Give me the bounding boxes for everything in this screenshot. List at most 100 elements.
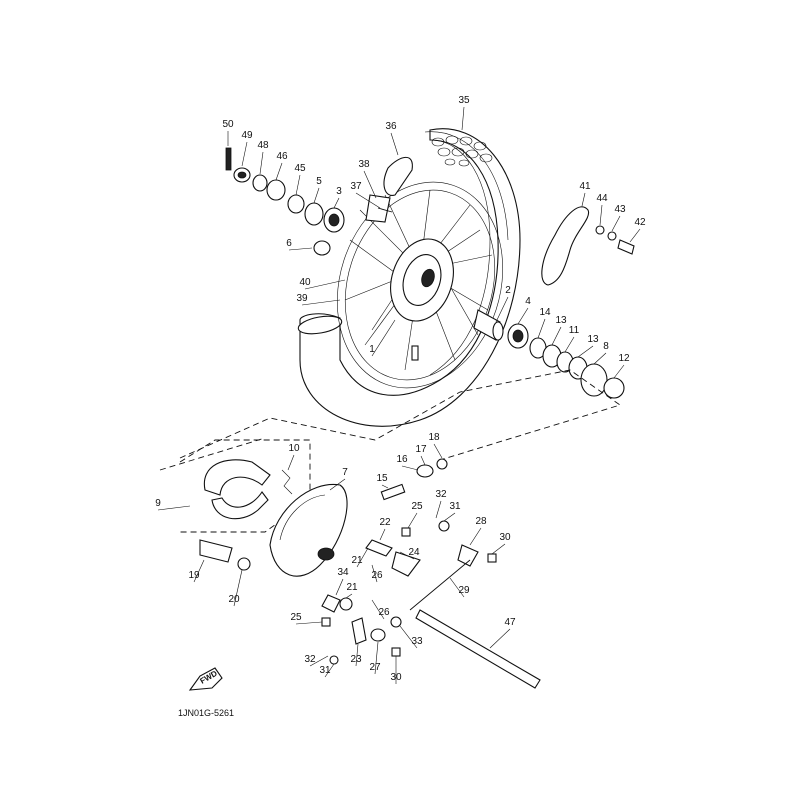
callout-c6: 6 [286,238,292,249]
callout-leader-c37 [355,192,381,209]
callout-c10: 10 [288,443,300,454]
brake-panel [269,483,348,577]
wheel-assembly [297,128,521,427]
callout-leader-c28 [469,527,482,546]
callout-leader-c35 [461,106,465,131]
callout-c34: 34 [337,567,349,578]
callout-leader-c6 [288,247,313,251]
callout-c36: 36 [385,121,397,132]
callout-leader-c4 [517,307,529,325]
callout-c13b: 13 [587,334,599,345]
callout-leader-c38 [363,170,377,199]
callout-c16: 16 [396,454,408,465]
callout-leader-c21b [345,593,353,599]
brake-shoe-group [179,439,311,533]
callout-c11: 11 [569,325,580,336]
axle-group [199,539,541,689]
part-31b-washer [329,655,339,665]
brake-camshaft-parts [321,458,497,665]
part-33-washer [390,616,402,628]
callout-leader-c15 [381,484,389,489]
callout-c20: 20 [228,594,240,605]
callout-c21a: 21 [351,555,363,566]
part-5-oil-seal [304,202,324,226]
callout-c29: 29 [458,585,470,596]
callout-c27: 27 [369,662,381,673]
part-48-washer [252,174,268,192]
callout-leader-c45 [295,174,301,196]
callout-c18: 18 [428,432,440,443]
callout-leader-c24 [399,551,415,560]
part-38-plate [365,194,391,223]
callout-c33: 33 [411,636,423,647]
callout-c22: 22 [379,517,391,528]
callout-c38: 38 [358,159,370,170]
part-43-washer [607,231,617,241]
callout-leader-c47 [489,628,511,649]
callout-leader-c29 [449,577,465,598]
callout-leader-c42 [629,228,641,243]
part-41-bracket [541,206,590,286]
callout-c50: 50 [222,119,234,130]
callout-c26a: 26 [371,570,383,581]
callout-c2: 2 [505,285,511,296]
callout-c44: 44 [596,193,608,204]
callout-c42: 42 [634,217,646,228]
callout-leader-c19 [193,559,205,583]
part-23-arm [351,617,367,645]
callout-leader-c48 [259,151,264,175]
callout-leader-c33 [399,625,418,649]
callout-c3: 3 [336,186,342,197]
callout-c39: 39 [296,293,308,304]
callout-leader-c21a [356,547,369,568]
part-24-rod [391,551,421,577]
callout-leader-c25b [295,621,323,625]
part-20-washer [237,557,251,571]
callout-c43: 43 [614,204,626,215]
part-30a-bolt [487,553,497,563]
callout-c8: 8 [603,341,609,352]
callout-c7: 7 [342,467,348,478]
callout-leader-c9 [157,505,191,511]
callout-leader-c43 [611,215,621,232]
callout-c9: 9 [155,498,161,509]
callout-leader-c32b [309,655,329,667]
callout-leader-c18 [433,443,443,459]
part-10-spring [281,469,293,495]
callout-leader-c11 [564,336,575,353]
part-21-washer [339,597,353,611]
callout-c23: 23 [350,654,362,665]
spacer-2 [473,309,504,341]
callout-c4: 4 [525,296,531,307]
part-7-brake-plate [269,483,348,577]
callout-c35: 35 [458,95,470,106]
callout-c1: 1 [369,344,375,355]
callout-c32b: 32 [304,654,316,665]
hub [390,238,454,322]
part-6-collar [313,240,331,256]
alignment-lines [159,369,622,471]
callout-c47: 47 [504,617,516,628]
callout-leader-c13a [551,326,562,346]
callout-c12: 12 [618,353,630,364]
callout-c32a: 32 [435,489,447,500]
part-25a-bolt [401,527,411,537]
rim [336,181,504,389]
callout-c25b: 25 [290,612,302,623]
callout-leader-c20 [233,569,243,607]
brake-shoe-kit-frame [179,439,311,533]
part-34-link [321,594,341,613]
callout-leader-c5 [313,187,320,204]
callout-leader-c7 [329,478,346,491]
callout-leader-c13b [577,345,594,358]
part-25b-bolt [321,617,331,627]
callout-c28: 28 [475,516,487,527]
callout-c31a: 31 [449,501,461,512]
part-42-bolt [617,239,635,255]
right-bearing-stack [507,323,625,399]
callout-c49: 49 [241,130,253,141]
callout-c14: 14 [539,307,551,318]
callout-leader-c10 [287,454,295,471]
